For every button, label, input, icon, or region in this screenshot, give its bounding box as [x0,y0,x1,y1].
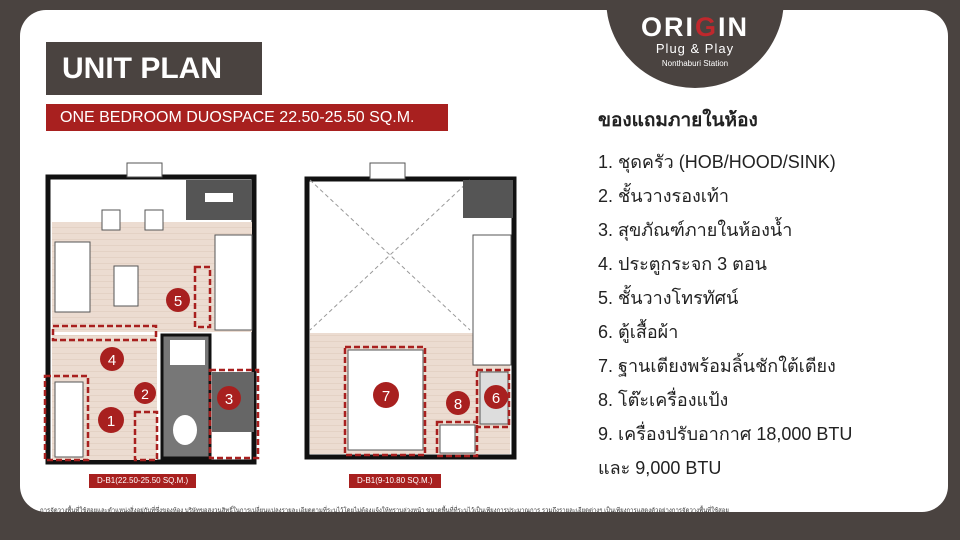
floor-plan-lower: 1 2 3 4 5 [43,162,260,465]
plan-caption-upper: D-B1(9-10.80 SQ.M.) [349,474,441,488]
list-item: 1. ชุดครัว (HOB/HOOD/SINK) [598,152,836,172]
list-item: 9. เครื่องปรับอากาศ 18,000 BTU [598,424,853,444]
unit-type-banner: ONE BEDROOM DUOSPACE 22.50-25.50 SQ.M. [46,104,448,131]
svg-text:5: 5 [174,293,182,310]
disclaimer: การจัดวางพื้นที่ใช้สอยและตำแหน่งสิ่งอยู่… [40,508,729,514]
svg-text:7: 7 [382,388,390,405]
list-item: 3. สุขภัณฑ์ภายในห้องน้ำ [598,220,793,240]
list-item: และ 9,000 BTU [598,458,722,478]
floor-plan-upper: 7 8 6 [304,162,517,460]
list-item: 5. ชั้นวางโทรทัศน์ [598,288,739,308]
marker-group: 1 2 3 4 5 [98,288,241,433]
list-item: 6. ตู้เสื้อผ้า [598,322,679,342]
list-item: 2. ชั้นวางรองเท้า [598,186,729,206]
list-item: 8. โต๊ะเครื่องแป้ง [598,390,729,410]
list-item: 4. ประตูกระจก 3 ตอน [598,254,767,274]
svg-text:1: 1 [107,413,115,430]
svg-text:8: 8 [454,396,462,413]
plan-caption-lower: D-B1(22.50-25.50 SQ.M.) [89,474,197,488]
origin-logo: ORIGIN Plug & Play Nonthaburi Station [606,0,784,88]
amenities-list: ของแถมภายในห้อง 1. ชุดครัว (HOB/HOOD/SIN… [598,105,852,485]
svg-text:2: 2 [141,386,149,402]
amenities-heading: ของแถมภายในห้อง [598,110,758,131]
svg-text:6: 6 [492,390,500,407]
svg-text:3: 3 [225,391,233,408]
list-item: 7. ฐานเตียงพร้อมลิ้นชักใต้เตียง [598,356,836,376]
page-title: UNIT PLAN [46,42,262,95]
watermark: ENNXO [842,490,931,515]
svg-text:4: 4 [108,352,116,369]
